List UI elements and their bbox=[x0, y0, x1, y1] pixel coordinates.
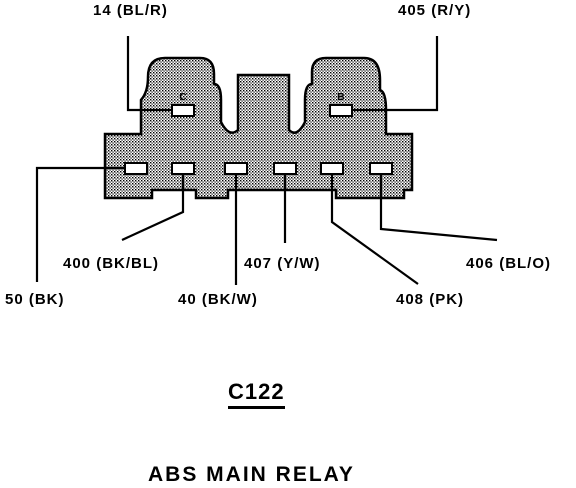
terminal-3 bbox=[224, 162, 248, 175]
wire-label-50: 50 (BK) bbox=[5, 291, 65, 308]
wire-label-40: 40 (BK/W) bbox=[178, 291, 258, 308]
pin-letter-b: B bbox=[337, 92, 344, 103]
leader-lines bbox=[35, 36, 498, 285]
wire-label-406: 406 (BL/O) bbox=[466, 255, 552, 272]
pin-letter-c: C bbox=[179, 92, 186, 103]
wire-label-408: 408 (PK) bbox=[396, 291, 465, 308]
leader-405 bbox=[352, 36, 439, 112]
diagram-caption: ABS MAIN RELAY bbox=[148, 463, 355, 486]
terminal-5 bbox=[320, 162, 344, 175]
wire-label-14: 14 (BL/R) bbox=[93, 2, 168, 19]
terminal-b bbox=[329, 104, 353, 117]
wire-label-405: 405 (R/Y) bbox=[398, 2, 472, 19]
terminal-6 bbox=[369, 162, 393, 175]
connector-id: C122 bbox=[228, 381, 285, 409]
leader-50 bbox=[35, 166, 125, 282]
leader-408 bbox=[330, 174, 419, 285]
terminals bbox=[124, 104, 393, 175]
wire-label-400: 400 (BK/BL) bbox=[63, 255, 160, 272]
leader-14 bbox=[126, 36, 172, 112]
leader-400 bbox=[121, 174, 185, 241]
terminal-c bbox=[171, 104, 195, 117]
leader-406 bbox=[379, 174, 498, 242]
terminal-1 bbox=[124, 162, 148, 175]
connector-body bbox=[103, 56, 414, 200]
wire-label-407: 407 (Y/W) bbox=[244, 255, 321, 272]
terminal-2 bbox=[171, 162, 195, 175]
terminal-4 bbox=[273, 162, 297, 175]
